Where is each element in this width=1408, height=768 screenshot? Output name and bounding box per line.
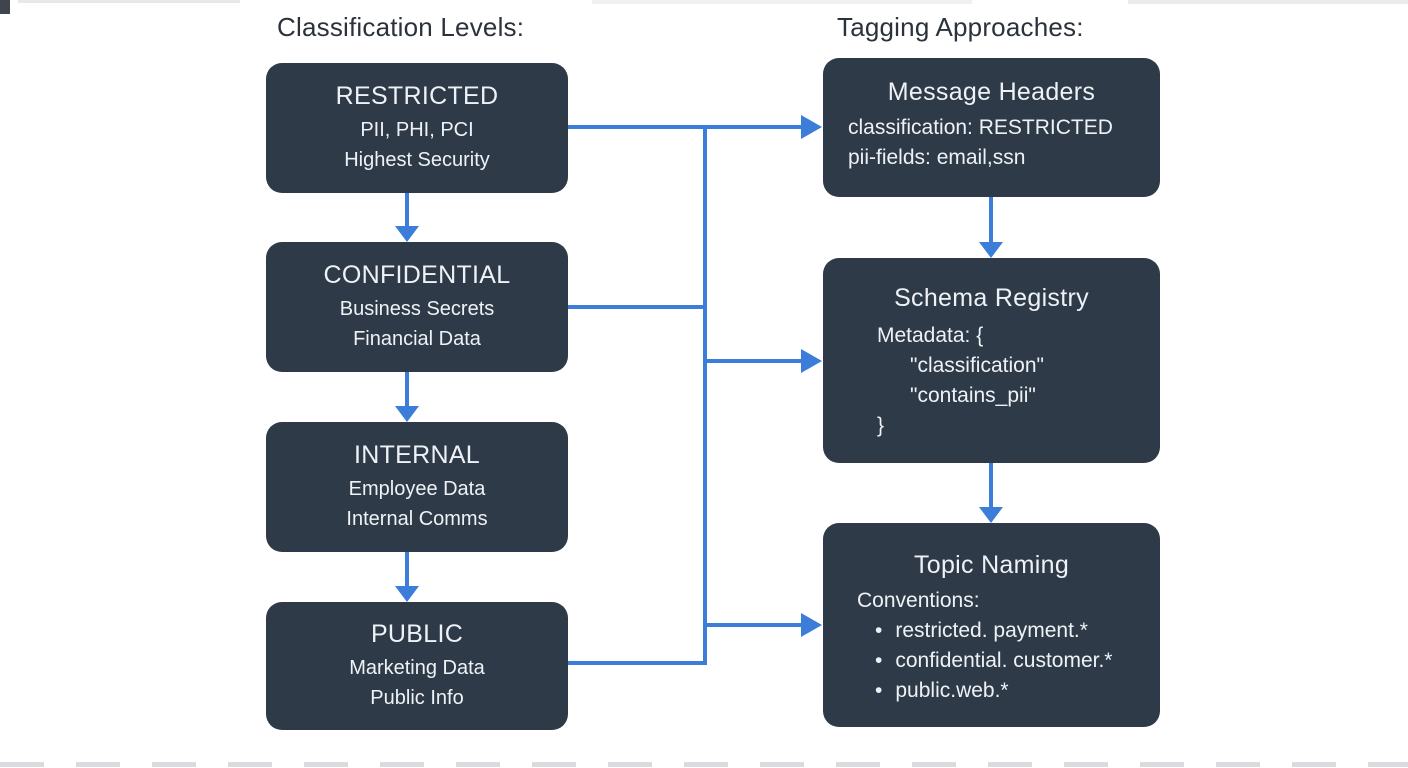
topic-naming-bullet: public.web.* bbox=[875, 676, 1160, 706]
classification-levels-heading: Classification Levels: bbox=[277, 12, 525, 42]
link-restricted-to-headers-head bbox=[801, 115, 822, 139]
tagging-approaches-heading: Tagging Approaches: bbox=[837, 12, 1084, 42]
node-topic-naming: Topic Naming Conventions: restricted. pa… bbox=[823, 523, 1160, 727]
arrow-restricted-to-confidential-line bbox=[405, 193, 409, 226]
node-message-headers-line: pii-fields: email,ssn bbox=[848, 146, 1026, 169]
node-confidential-line: Business Secrets bbox=[339, 297, 495, 320]
link-trunk-to-schema-head bbox=[801, 349, 822, 373]
link-public-to-trunk-line bbox=[568, 661, 707, 665]
arrow-schema-to-topic-line bbox=[989, 463, 993, 507]
screen-artifact-top-strip bbox=[18, 0, 240, 3]
link-trunk-to-topic-head bbox=[801, 613, 822, 637]
node-restricted-title: RESTRICTED bbox=[335, 81, 499, 110]
arrow-schema-to-topic-head bbox=[979, 507, 1003, 523]
node-restricted: RESTRICTED PII, PHI, PCI Highest Securit… bbox=[266, 63, 568, 193]
node-public-line: Marketing Data bbox=[349, 656, 485, 679]
link-restricted-to-headers-line bbox=[568, 125, 801, 129]
node-topic-naming-title: Topic Naming bbox=[913, 551, 1070, 579]
node-confidential: CONFIDENTIAL Business Secrets Financial … bbox=[266, 242, 568, 372]
node-schema-registry-line: Metadata: { bbox=[877, 324, 984, 347]
screen-artifact-top-strip bbox=[592, 0, 972, 4]
arrow-confidential-to-internal-head bbox=[395, 406, 419, 422]
node-public: PUBLIC Marketing Data Public Info bbox=[266, 602, 568, 730]
node-message-headers-title: Message Headers bbox=[887, 78, 1096, 106]
link-confidential-to-trunk-line bbox=[568, 305, 707, 309]
link-trunk-to-schema-line bbox=[705, 359, 801, 363]
node-topic-naming-label: Conventions: bbox=[857, 589, 980, 612]
node-confidential-line: Financial Data bbox=[353, 327, 481, 350]
screen-artifact-corner bbox=[0, 0, 10, 14]
node-public-line: Public Info bbox=[370, 686, 464, 709]
node-message-headers-line: classification: RESTRICTED bbox=[848, 116, 1113, 139]
node-public-title: PUBLIC bbox=[370, 619, 464, 648]
arrow-headers-to-schema-head bbox=[979, 242, 1003, 258]
node-schema-registry-line: "contains_pii" bbox=[910, 384, 1036, 407]
arrow-internal-to-public-line bbox=[405, 552, 409, 586]
node-internal-line: Employee Data bbox=[348, 477, 486, 500]
arrow-restricted-to-confidential-head bbox=[395, 226, 419, 242]
topic-naming-bullet-list: restricted. payment.* confidential. cust… bbox=[823, 616, 1160, 706]
node-schema-registry: Schema Registry Metadata: { "classificat… bbox=[823, 258, 1160, 463]
node-internal: INTERNAL Employee Data Internal Comms bbox=[266, 422, 568, 552]
screen-artifact-bottom-band bbox=[0, 762, 1408, 767]
screen-artifact-top-strip bbox=[1128, 0, 1408, 4]
node-internal-title: INTERNAL bbox=[353, 440, 481, 469]
node-message-headers: Message Headers classification: RESTRICT… bbox=[823, 58, 1160, 197]
link-trunk-line bbox=[703, 125, 707, 665]
node-confidential-title: CONFIDENTIAL bbox=[323, 260, 511, 289]
topic-naming-bullet: confidential. customer.* bbox=[875, 646, 1160, 676]
node-internal-line: Internal Comms bbox=[346, 507, 488, 530]
node-restricted-line: Highest Security bbox=[344, 148, 490, 171]
node-schema-registry-line: } bbox=[877, 414, 885, 437]
arrow-confidential-to-internal-line bbox=[405, 372, 409, 406]
link-trunk-to-topic-line bbox=[705, 623, 801, 627]
arrow-internal-to-public-head bbox=[395, 586, 419, 602]
node-schema-registry-line: "classification" bbox=[910, 354, 1044, 377]
node-restricted-line: PII, PHI, PCI bbox=[360, 118, 474, 141]
arrow-headers-to-schema-line bbox=[989, 197, 993, 242]
node-schema-registry-title: Schema Registry bbox=[894, 284, 1089, 312]
topic-naming-bullet: restricted. payment.* bbox=[875, 616, 1160, 646]
